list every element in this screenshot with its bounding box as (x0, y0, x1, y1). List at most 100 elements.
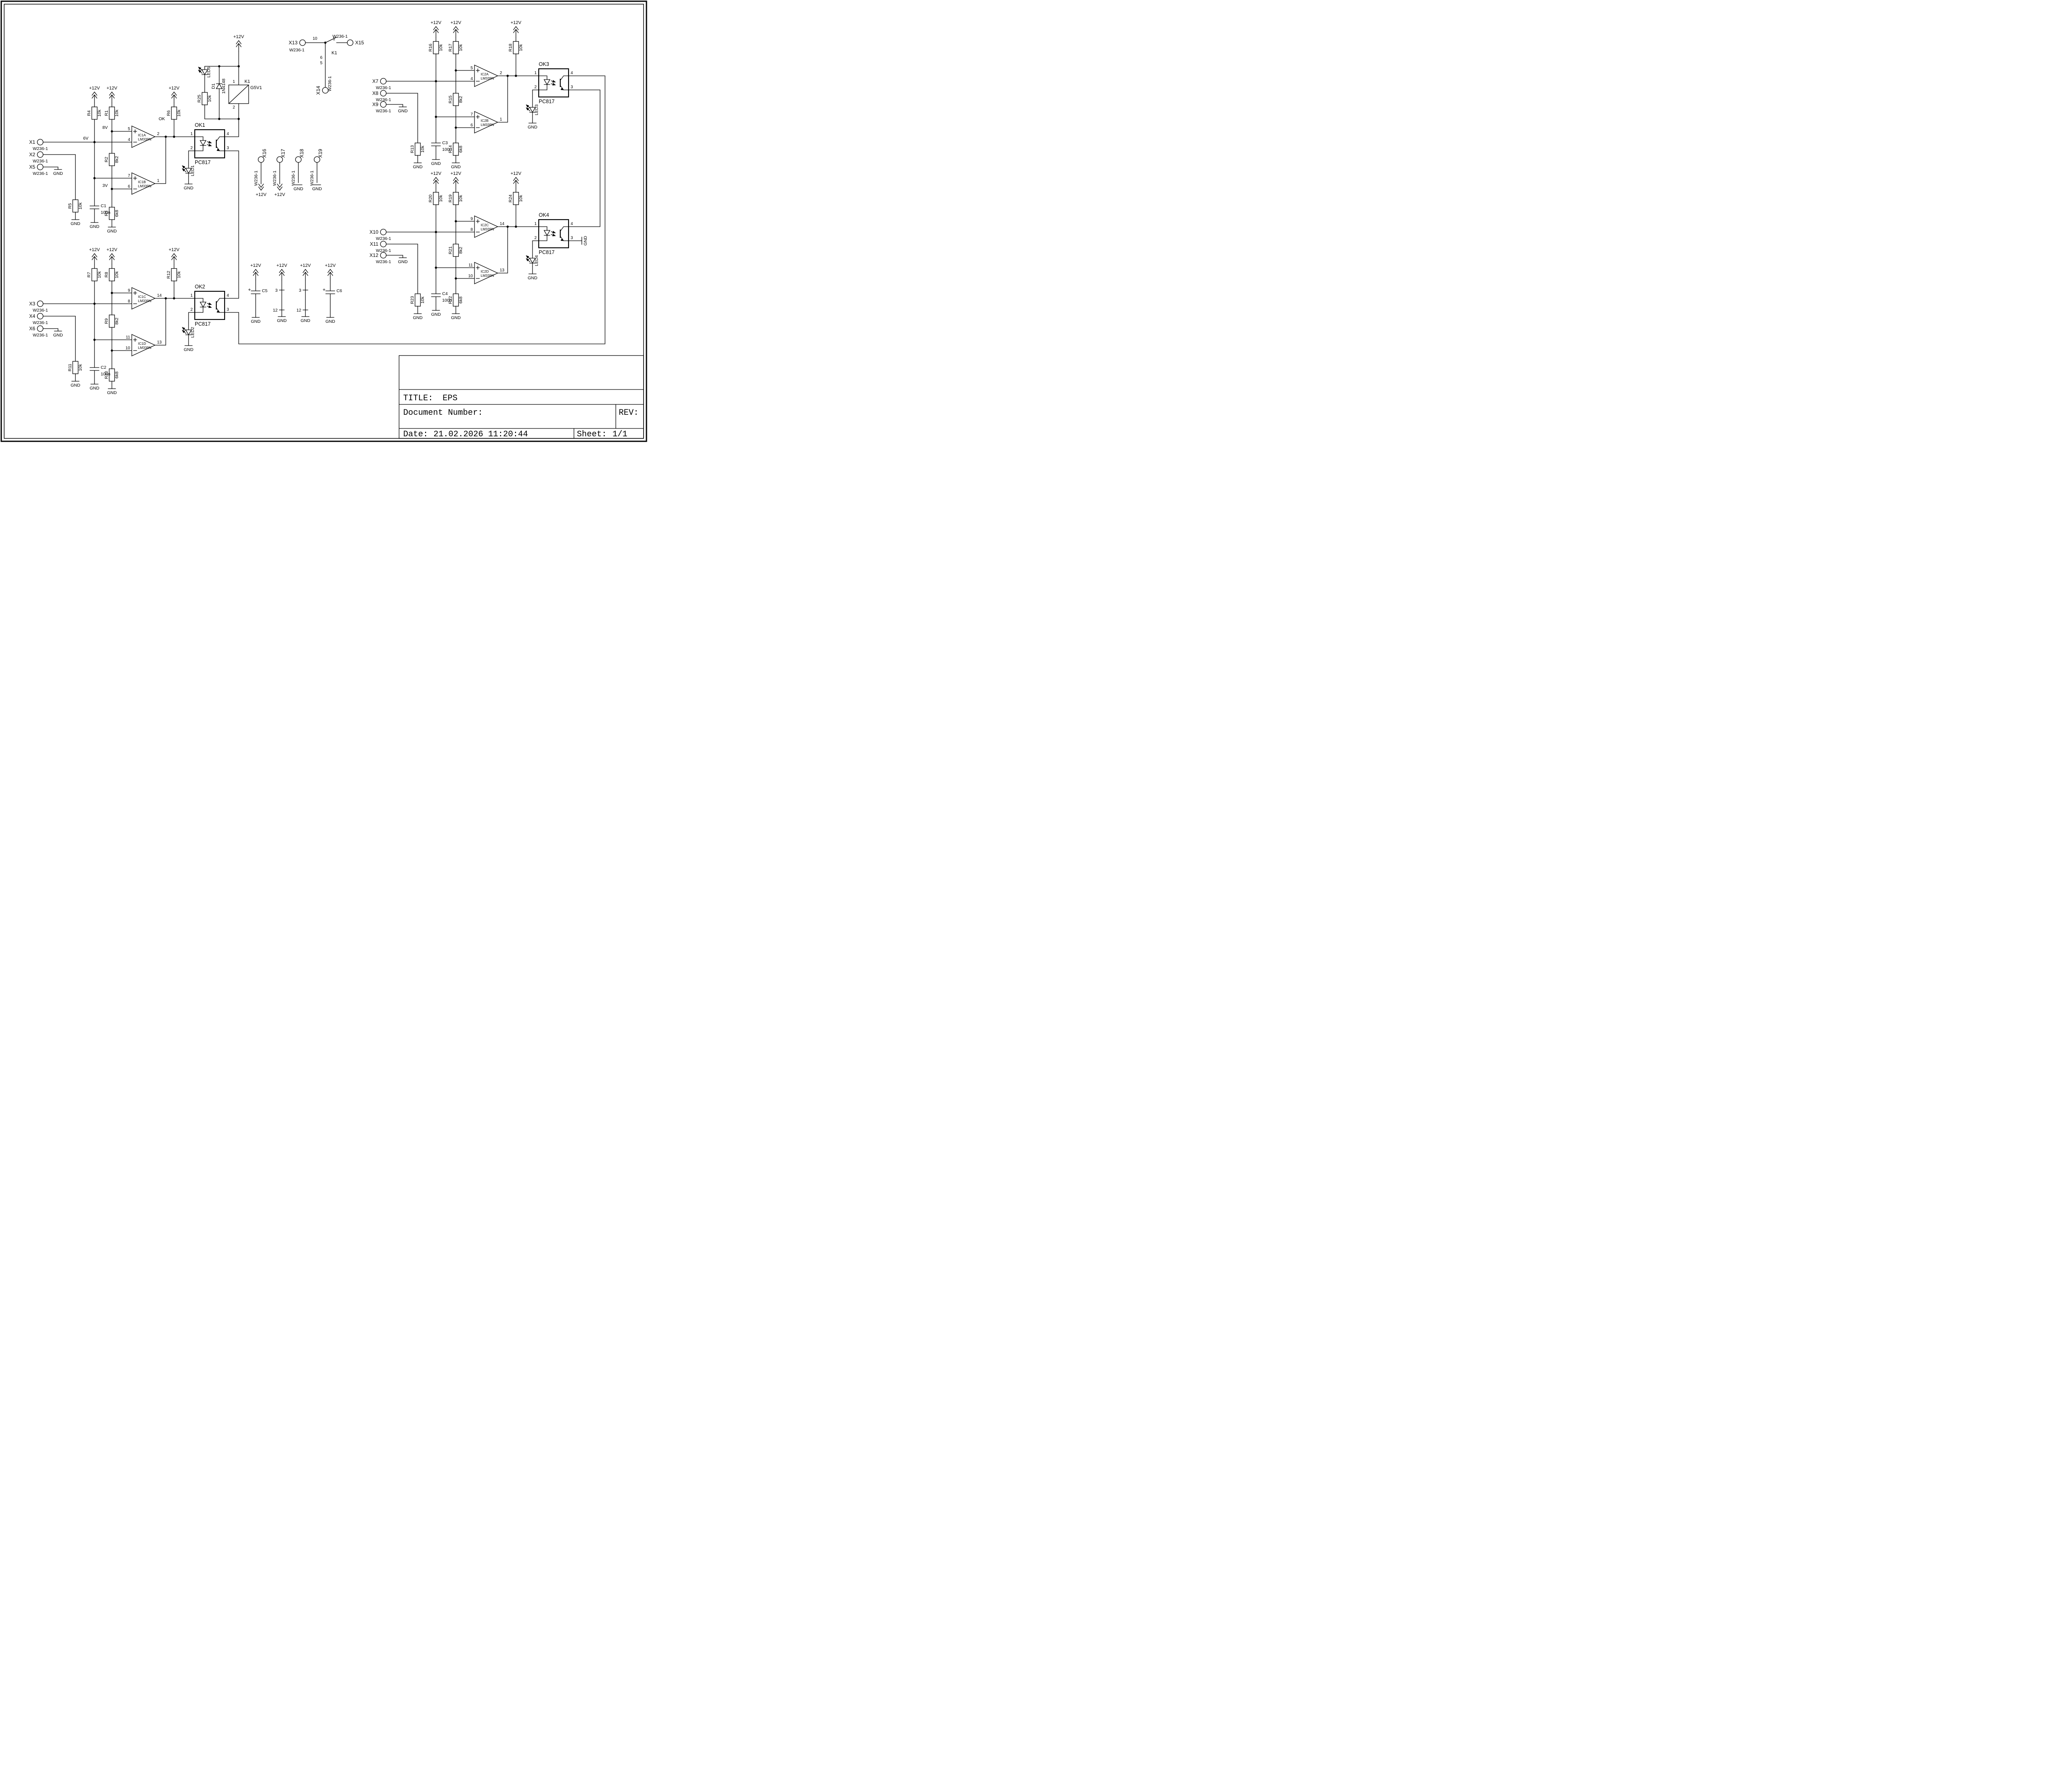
connector-ref: X2 (29, 152, 35, 157)
led-ref: LED2 (190, 327, 195, 338)
supply-12v-symbol: +12V (107, 86, 118, 103)
optocoupler-body (538, 68, 569, 98)
pin-number: 14 (157, 293, 162, 298)
supply-12v-symbol: +12V (511, 171, 522, 189)
light-arrow (526, 104, 530, 109)
comparator-part: LM339N (481, 273, 494, 278)
pin-number: 4 (571, 222, 573, 226)
capacitor-C6[interactable]: C6+ (322, 287, 342, 294)
gnd-symbol: GND (53, 331, 63, 338)
led-LED5[interactable]: LED5 (198, 67, 211, 78)
resistor-body (433, 41, 439, 54)
resistor-body (109, 153, 115, 166)
opto-chain-bus: GND (224, 75, 605, 344)
resistor-body (453, 143, 459, 156)
led-LED3[interactable]: LED3 (526, 104, 539, 116)
connector-ref: X4 (29, 313, 35, 319)
led-symbol (199, 302, 207, 308)
connector-ref: X7 (372, 78, 378, 84)
net-label: OK (159, 116, 165, 121)
supply-chevron (513, 177, 519, 181)
resistor-value: 10k (114, 271, 119, 278)
capacitor-C5[interactable]: C5+ (248, 287, 268, 294)
supply-chevron (277, 186, 283, 191)
supply-12v-label: +12V (89, 86, 100, 91)
led-LED2[interactable]: LED2 (182, 327, 195, 339)
wire (538, 75, 547, 80)
pin-number: 1 (190, 293, 193, 298)
led-LED1[interactable]: LED1 (182, 165, 195, 177)
resistor-body (91, 106, 98, 120)
resistor-ref: R13 (410, 145, 415, 153)
gnd-label: GND (53, 171, 63, 176)
pin-number: 4 (571, 71, 573, 75)
supply-12v-label: +12V (250, 263, 261, 268)
supply-12v-label: +12V (274, 192, 286, 197)
led-LED4[interactable]: LED4 (526, 255, 539, 267)
